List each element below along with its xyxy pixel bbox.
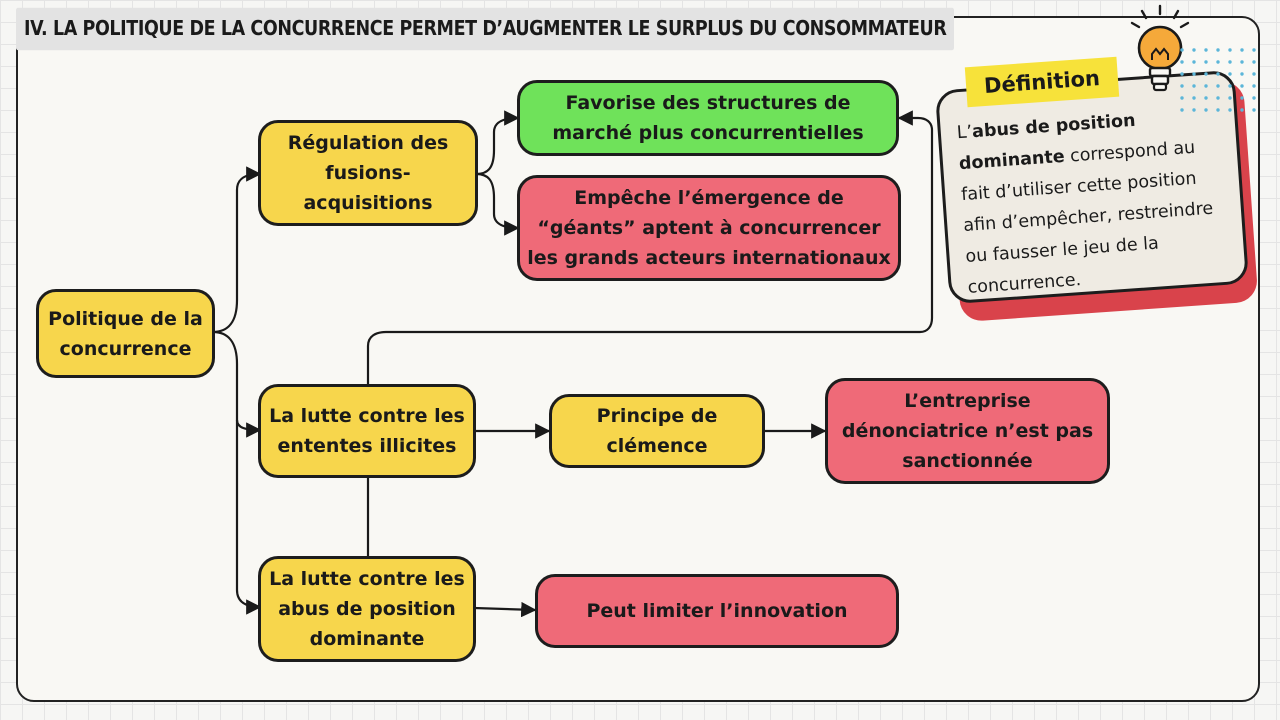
node-entreprise-denonciatrice: L’entreprise dénonciatrice n’est pas san…: [825, 378, 1110, 484]
connector-abus-favorise: [366, 118, 934, 556]
connector-reg-favorise: [475, 110, 520, 176]
node-lutte-abus: La lutte contre les abus de position dom…: [258, 556, 476, 662]
connector-reg-empeche: [475, 172, 520, 236]
node-lutte-ententes: La lutte contre les ententes illicites: [258, 384, 476, 478]
node-empeche-geants: Empêche l’émergence de “géants” aptent à…: [517, 175, 901, 281]
page-title: IV. LA POLITIQUE DE LA CONCURRENCE PERME…: [16, 7, 955, 51]
lightbulb-icon: [1130, 4, 1190, 92]
connector-root-trunk: [212, 166, 262, 334]
connector-abus-innovation: [473, 601, 537, 618]
connector-root-abus: [235, 420, 262, 615]
node-politique-concurrence: Politique de la concurrence: [36, 289, 215, 378]
node-regulation-fusions: Régulation des fusions-acquisitions: [258, 120, 478, 226]
definition-text: L’abus de position dominante correspond …: [956, 110, 1214, 298]
node-principe-clemence: Principe de clémence: [549, 394, 765, 468]
connector-root-ententes: [212, 330, 262, 438]
node-favorise-structures: Favorise des structures de marché plus c…: [517, 80, 899, 156]
dot-grid: [1180, 48, 1256, 112]
node-limiter-innovation: Peut limiter l’innovation: [535, 574, 899, 648]
